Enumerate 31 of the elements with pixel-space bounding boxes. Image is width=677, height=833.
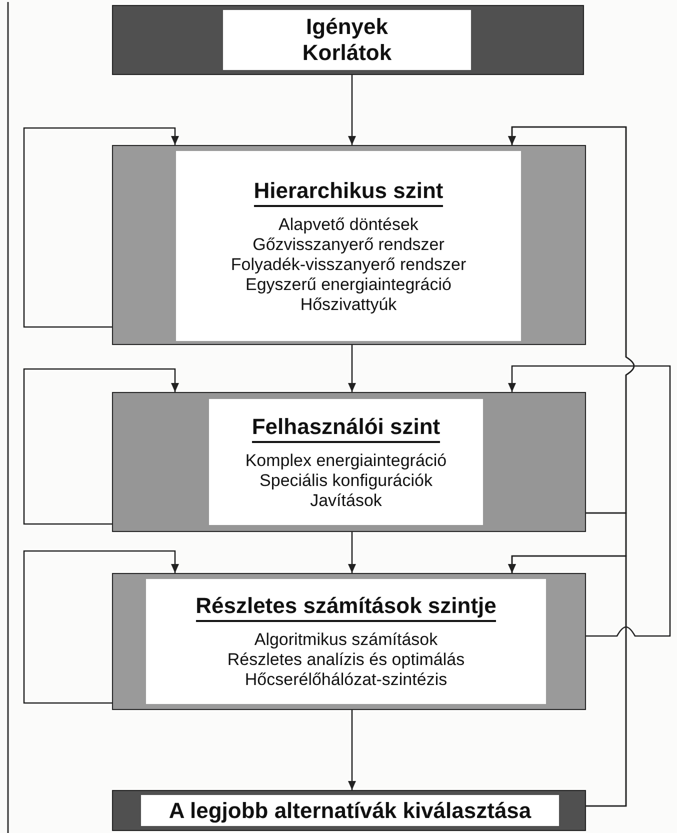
arrow bbox=[23, 127, 179, 328]
band-text: Igények bbox=[306, 14, 388, 40]
level-heading: Felhasználói szint bbox=[252, 414, 440, 442]
level-heading: Hierarchikus szint bbox=[254, 178, 444, 206]
list-item: Speciális konfigurációk bbox=[260, 470, 432, 490]
arrow bbox=[508, 365, 671, 637]
list-item: Komplex energiaintegráció bbox=[245, 450, 447, 470]
list-item: Hőszivattyúk bbox=[300, 294, 397, 314]
list-item: Alapvető döntések bbox=[278, 214, 418, 234]
arrow bbox=[348, 345, 356, 392]
list-item: Részletes analízis és optimálás bbox=[227, 650, 465, 670]
level-box bbox=[112, 573, 586, 710]
header-band bbox=[112, 5, 584, 75]
arrow bbox=[348, 532, 356, 573]
band-text: Korlátok bbox=[302, 40, 392, 66]
band-text: A legjobb alternatívák kiválasztása bbox=[168, 798, 532, 824]
header-band bbox=[112, 790, 586, 831]
arrow bbox=[23, 550, 179, 704]
list-item: Egyszerű energiaintegráció bbox=[245, 274, 452, 294]
list-item: Gőzvisszanyerő rendszer bbox=[252, 234, 444, 254]
arrow bbox=[348, 710, 356, 790]
arrow bbox=[508, 555, 627, 807]
level-box bbox=[112, 145, 586, 345]
level-heading: Részletes számítások szintje bbox=[196, 593, 496, 622]
arrow bbox=[348, 75, 356, 145]
list-item: Folyadék-visszanyerő rendszer bbox=[230, 254, 466, 274]
list-item: Algoritmikus számítások bbox=[254, 630, 438, 650]
level-box bbox=[112, 392, 586, 532]
list-item: Hőcserélőhálózat-szintézis bbox=[244, 670, 448, 690]
arrow bbox=[23, 368, 179, 525]
list-item: Javítások bbox=[310, 490, 382, 510]
